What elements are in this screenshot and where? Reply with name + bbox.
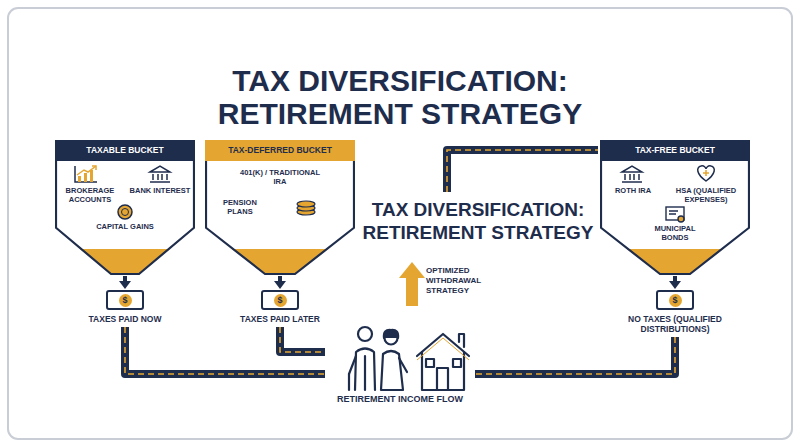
account-type: 401(K) / TRADITIONAL IRA bbox=[233, 168, 327, 186]
node-label: RETIREMENT INCOME FLOW bbox=[325, 394, 475, 405]
funnel-outline bbox=[600, 140, 750, 275]
account-type: CAPITAL GAINS bbox=[95, 222, 155, 231]
tax-outcome: $ TAXES PAID LATER bbox=[240, 290, 320, 324]
flow-arrow bbox=[119, 276, 131, 289]
account-type: ROTH IRA bbox=[604, 186, 662, 195]
tax-treatment: NO TAXES (QUALIFIED DISTRIBUTIONS) bbox=[613, 314, 737, 334]
currency-sign: $ bbox=[274, 294, 287, 307]
tax-outcome: $ NO TAXES (QUALIFIED DISTRIBUTIONS) bbox=[613, 290, 737, 334]
bucket-header: TAX-FREE BUCKET bbox=[600, 140, 750, 160]
money-bill: $ bbox=[656, 290, 694, 310]
withdrawal-arrow bbox=[399, 262, 425, 306]
account-type: PENSION PLANS bbox=[211, 198, 269, 216]
income-pipe bbox=[125, 327, 325, 374]
money-bill: $ bbox=[261, 290, 299, 310]
strategy-label: OPTIMIZED WITHDRAWAL STRATEGY bbox=[426, 266, 522, 296]
income-pipe bbox=[280, 327, 325, 352]
diagram-title: TAX DIVERSIFICATION: RETIREMENT STRATEGY bbox=[170, 64, 630, 130]
flow-arrow bbox=[274, 276, 286, 289]
account-type: BROKERAGE ACCOUNTS bbox=[59, 186, 121, 204]
currency-sign: $ bbox=[119, 294, 132, 307]
tax-outcome: $ TAXES PAID NOW bbox=[85, 290, 165, 324]
retirement-node: RETIREMENT INCOME FLOW bbox=[325, 312, 475, 405]
flow-arrow bbox=[669, 276, 681, 289]
tax-treatment: TAXES PAID NOW bbox=[85, 314, 165, 324]
bucket-header: TAX-DEFERRED BUCKET bbox=[205, 140, 355, 160]
bucket-header: TAXABLE BUCKET bbox=[55, 140, 195, 160]
transfer-pipe bbox=[447, 150, 598, 192]
frame bbox=[8, 8, 792, 439]
account-type: BANK INTEREST bbox=[129, 186, 191, 195]
money-bill: $ bbox=[106, 290, 144, 310]
tax-treatment: TAXES PAID LATER bbox=[240, 314, 320, 324]
watermark-title: TAX DIVERSIFICATION: RETIREMENT STRATEGY bbox=[360, 196, 596, 246]
funnel-outline bbox=[55, 140, 195, 275]
retirees-house-illustration bbox=[325, 312, 475, 394]
account-type: MUNICIPAL BONDS bbox=[640, 224, 710, 242]
tax-bucket: TAX-FREE BUCKET ROTH IRA HSA (QUALIFIED EX… bbox=[600, 140, 750, 275]
currency-sign: $ bbox=[669, 294, 682, 307]
tax-bucket: TAX-DEFERRED BUCKET 401(K) / TRADITIONAL … bbox=[205, 140, 355, 275]
income-pipe bbox=[475, 337, 675, 374]
tax-bucket: TAXABLE BUCKET BROKERAGE ACCOUNTS BANK INT… bbox=[55, 140, 195, 275]
account-type: HSA (QUALIFIED EXPENSES) bbox=[666, 186, 746, 204]
